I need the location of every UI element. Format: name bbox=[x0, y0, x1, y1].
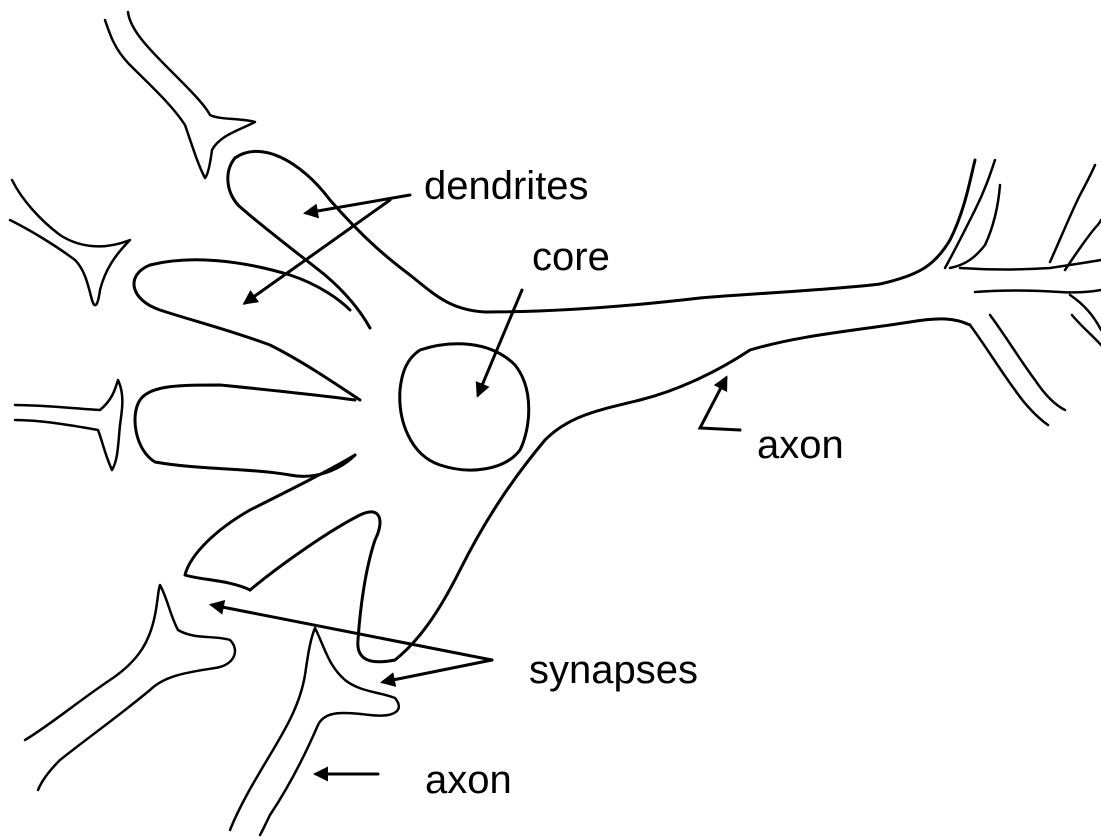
axon-terminal-synapse-bottom bbox=[230, 628, 399, 835]
label-core: core bbox=[532, 237, 610, 277]
dendrite-bottom-outline bbox=[250, 512, 395, 662]
arrow-synapses-left bbox=[212, 605, 492, 660]
arrow-dendrites-upper bbox=[306, 195, 410, 213]
arrow-synapses-right bbox=[383, 660, 492, 682]
dendrite-upper-outline bbox=[228, 158, 370, 328]
axon-branch-upper-right bbox=[1050, 165, 1101, 270]
axon-branch-right-stub bbox=[1070, 295, 1101, 345]
axon-terminal-left-middle bbox=[15, 380, 122, 470]
axon-branch-lower bbox=[970, 315, 1065, 425]
arrow-core bbox=[478, 290, 522, 395]
label-synapses: synapses bbox=[529, 650, 698, 690]
arrow-axon-right bbox=[700, 378, 740, 430]
label-dendrites: dendrites bbox=[424, 166, 589, 206]
label-axon-right: axon bbox=[757, 425, 844, 465]
dendrite-left-outline bbox=[135, 385, 355, 476]
axon-terminal-left-upper bbox=[10, 180, 130, 305]
axon-branch-right-mid bbox=[960, 260, 1101, 292]
axon-terminal-top bbox=[105, 12, 255, 178]
dendrite-middle-outline bbox=[134, 260, 360, 400]
core-nucleus bbox=[400, 344, 529, 470]
axon-terminal-synapse-left bbox=[25, 585, 235, 790]
dendrite-lower-outline bbox=[185, 455, 355, 590]
cell-body-lower-edge bbox=[395, 319, 970, 660]
label-axon-bottom: axon bbox=[425, 760, 512, 800]
